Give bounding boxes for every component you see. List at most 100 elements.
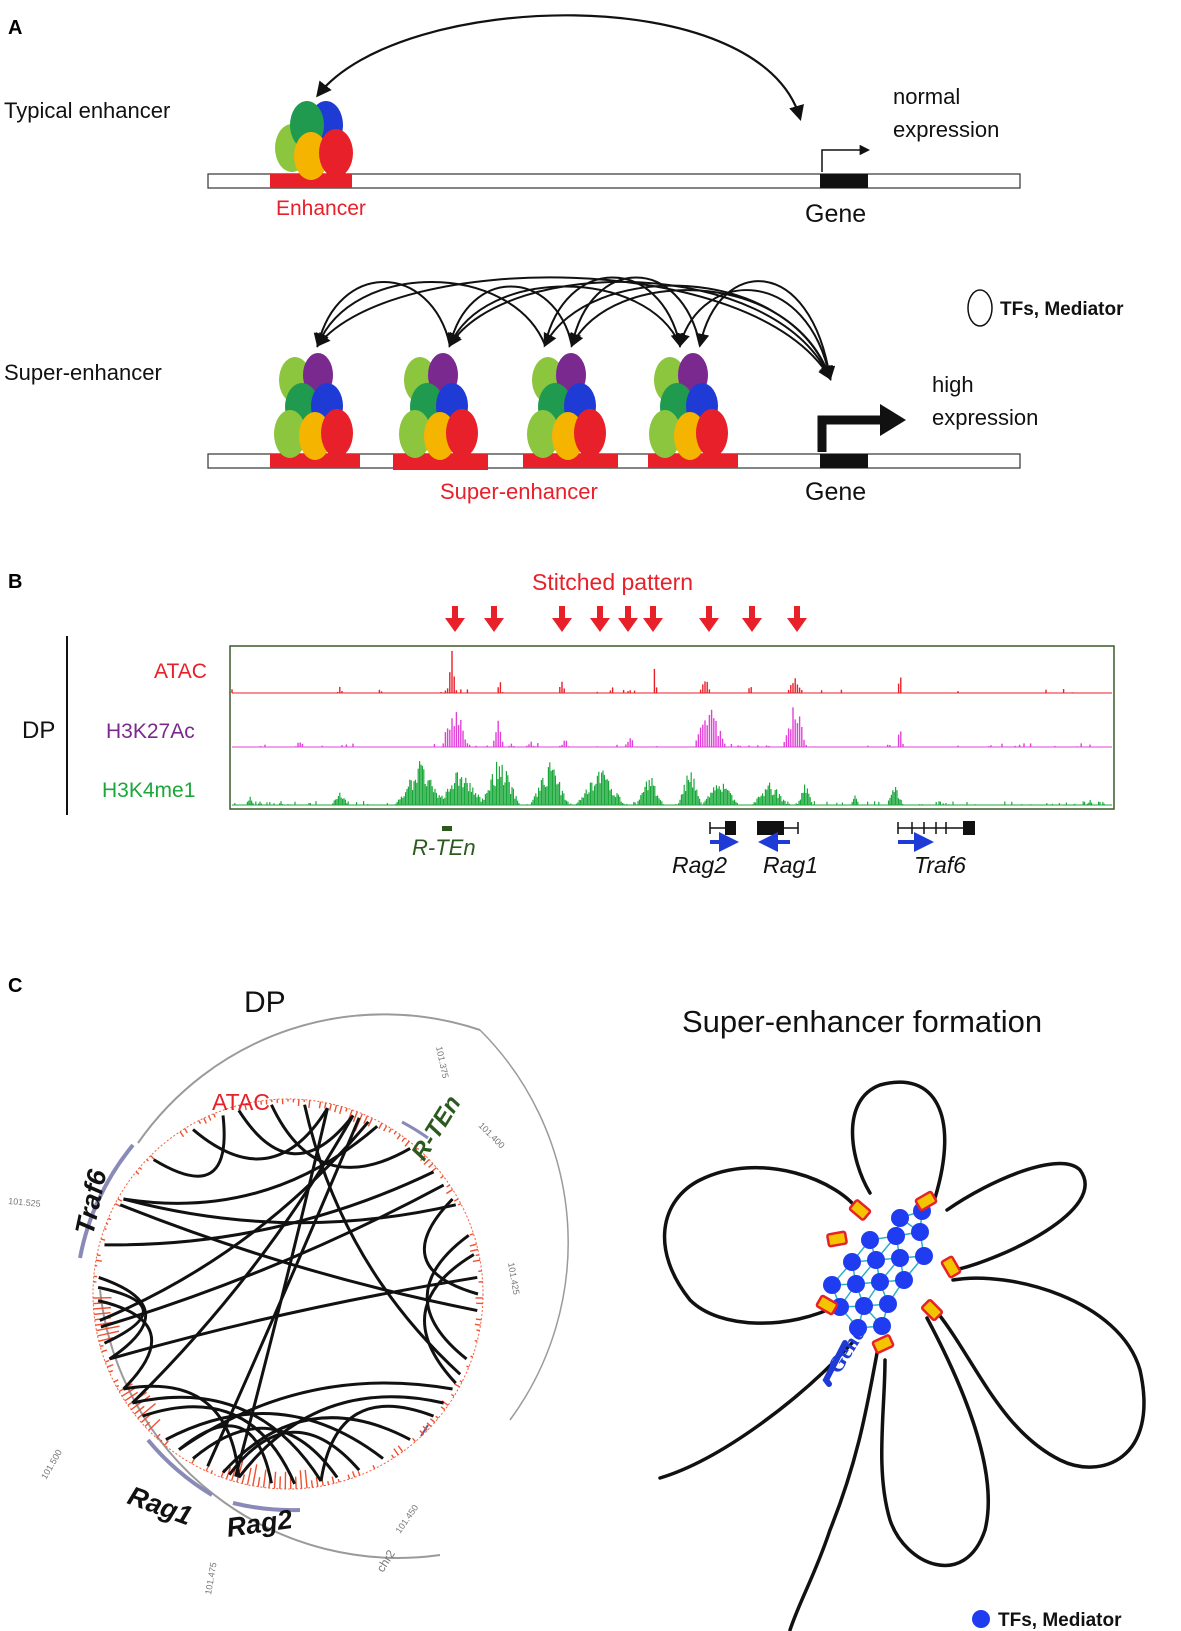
chord-14 (237, 1395, 444, 1479)
tf-cluster-3 (527, 353, 606, 460)
chord-30 (270, 1104, 411, 1169)
chord-10 (423, 1253, 475, 1385)
rag1-gene-model (757, 821, 799, 852)
legend-dot-icon (972, 1610, 990, 1628)
chord-24 (97, 1299, 153, 1391)
chord-17 (165, 1412, 384, 1460)
loop-arrow-10 (544, 276, 685, 348)
tf-dot-6 (843, 1253, 861, 1271)
chord-23 (123, 1384, 241, 1478)
chord-18 (228, 1430, 361, 1476)
panel-c-label: C (8, 975, 22, 997)
enhancer-label: Enhancer (276, 197, 366, 220)
atac-track (231, 650, 1112, 694)
chord-11 (109, 1275, 478, 1361)
stitched-arrow-2 (484, 606, 504, 632)
tf-dot-1 (891, 1209, 909, 1227)
chord-26 (97, 1285, 145, 1345)
tf-dot-18 (873, 1317, 891, 1335)
stitched-arrow-9 (787, 606, 807, 632)
loop-arrow-9 (448, 285, 681, 348)
circos-rag1-label: Rag1 (124, 1480, 196, 1531)
super-enhancer-segment-3 (523, 454, 618, 468)
typical-loop-arrow (316, 14, 804, 121)
enhancer-anchor-3 (920, 1298, 944, 1322)
enhancer-anchor-5 (815, 1294, 839, 1316)
panel-a-label: A (8, 17, 22, 39)
chord-19 (192, 1426, 339, 1479)
tick-101375: 101.375 (434, 1045, 451, 1079)
tf-cluster-2 (399, 353, 478, 460)
tick-101400: 101.400 (477, 1120, 507, 1150)
tick-101475: 101.475 (203, 1562, 218, 1596)
panel-a-legend-text: TFs, Mediator (1000, 299, 1124, 320)
tf-dot-4 (887, 1227, 905, 1245)
dp-group-label: DP (22, 717, 55, 744)
rag1-gene-label: Rag1 (763, 852, 818, 878)
loop-arrow-12 (676, 289, 835, 381)
high-expression-line2: expression (932, 405, 1038, 430)
small-gene-arc (420, 1424, 429, 1437)
typical-gene-label: Gene (805, 200, 866, 228)
chord-5 (123, 1125, 379, 1205)
super-enhancer-segment-2 (393, 454, 488, 470)
panel-c-legend-text: TFs, Mediator (998, 1610, 1122, 1631)
loop-arrow-8 (315, 281, 546, 348)
rten-element-mark (442, 826, 452, 831)
signal-tracks (231, 650, 1112, 806)
stitched-arrow-6 (643, 606, 663, 632)
tf-dot-5 (911, 1223, 929, 1241)
chord-28 (192, 1107, 329, 1161)
tick-101450: 101.450 (393, 1503, 420, 1535)
traf6-gene-label: Traf6 (914, 852, 966, 878)
typical-enhancer-title: Typical enhancer (4, 98, 170, 123)
circos-atac-label: ATAC (212, 1089, 270, 1115)
super-loop-arrows (313, 276, 836, 381)
atac-ring (92, 1098, 484, 1490)
circos-title: DP (244, 986, 286, 1019)
typical-enhancer-region (270, 174, 352, 188)
enhancer-anchor-7 (848, 1199, 872, 1221)
genome-browser-frame (229, 645, 1115, 810)
circos-plot: ATAC R-TEn Traf6 Rag1 Rag2 101.375 101.4… (8, 1013, 569, 1596)
circos-outer-ring-right (479, 1029, 569, 1421)
enhancer-anchors (815, 1190, 962, 1354)
typical-tss-arrow (821, 144, 871, 172)
track-label-h3k4me1: H3K4me1 (102, 779, 195, 802)
rag2-gene-model (709, 821, 739, 852)
typical-tf-cluster (275, 101, 353, 180)
tf-mediator-hub (823, 1202, 933, 1337)
super-enhancer-segment-4 (648, 454, 738, 468)
panel-c: C DP ATAC R-TEn Traf6 Rag1 Rag2 101.375 … (8, 975, 1146, 1631)
chromatin-loops (658, 1080, 1146, 1631)
circos-outer-ring-top-left (137, 1013, 481, 1144)
super-tss-arrow-shaft (817, 415, 884, 452)
chord-32 (423, 1197, 479, 1296)
loop-arrow-5 (313, 281, 451, 348)
stitched-pattern-title: Stitched pattern (532, 569, 693, 595)
gene-segment (822, 1340, 848, 1387)
tick-101425: 101.425 (506, 1262, 521, 1296)
enhancer-anchor-4 (871, 1334, 895, 1354)
panel-a: A Typical enhancer normal expression Enh… (4, 14, 1124, 506)
enhancer-anchor-6 (826, 1230, 848, 1248)
traf6-gene-model (897, 821, 975, 852)
circos-traf6-label: Traf6 (70, 1166, 113, 1237)
rag1-arc (146, 1438, 214, 1497)
chord-20 (132, 1395, 323, 1482)
chord-8 (123, 1197, 457, 1225)
rag2-gene-label: Rag2 (672, 852, 727, 878)
tf-dot-8 (891, 1249, 909, 1267)
stitched-arrow-4 (590, 606, 610, 632)
chord-7 (100, 1183, 445, 1329)
rag2-arc (232, 1501, 301, 1513)
chord-25 (98, 1276, 148, 1361)
stitched-arrows (445, 606, 807, 632)
tf-dot-16 (879, 1295, 897, 1313)
typical-gene-region (820, 174, 868, 188)
tf-dot-9 (915, 1247, 933, 1265)
track-label-h3k27ac: H3K27Ac (106, 720, 195, 743)
tf-cluster-4 (649, 353, 728, 460)
chord-21 (141, 1405, 297, 1485)
